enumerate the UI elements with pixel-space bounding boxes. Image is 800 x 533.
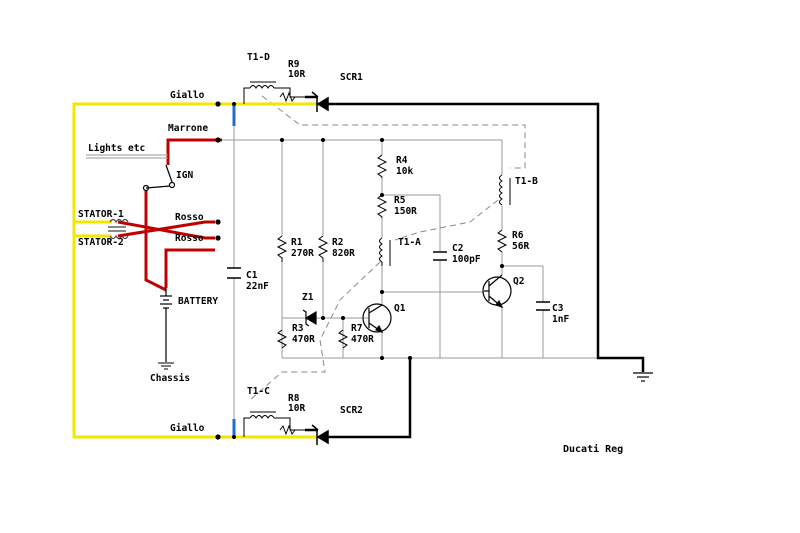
r3-value-label: 470R	[292, 334, 315, 345]
c3-value-label: 1nF	[552, 314, 569, 325]
c1-value-label: 22nF	[246, 281, 269, 292]
q1-label: Q1	[394, 303, 406, 314]
q2-label: Q2	[513, 276, 524, 287]
r1-value-label: 270R	[291, 248, 314, 259]
c1-name-label: C1	[246, 270, 258, 281]
stator-2-label: STATOR-2	[78, 237, 124, 248]
t1d-coil	[243, 81, 305, 104]
scr2-label: SCR2	[340, 405, 363, 416]
t1b-label: T1-B	[515, 176, 538, 187]
stator-coils	[108, 218, 129, 240]
r8-value-label: 10R	[288, 403, 305, 414]
ign-switch	[142, 164, 176, 192]
c3-name-label: C3	[552, 303, 564, 314]
r8-name-label: R8	[288, 393, 300, 404]
r9-resistor	[279, 91, 296, 103]
labels: T1-D R9 10R SCR1 Giallo Marrone Lights e…	[78, 52, 623, 455]
thick-wiring	[305, 95, 645, 439]
main-ground-icon	[633, 372, 653, 382]
r5-name-label: R5	[394, 195, 406, 206]
battery-symbol	[160, 288, 172, 362]
scr1-label: SCR1	[340, 72, 363, 83]
resistors-vertical	[276, 154, 508, 349]
t1c-label: T1-C	[247, 386, 270, 397]
r8-resistor	[279, 424, 296, 436]
r4-value-label: 10k	[396, 166, 413, 177]
z1-label: Z1	[302, 292, 314, 303]
terminals	[215, 101, 504, 440]
rosso-1-label: Rosso	[175, 212, 204, 223]
q1-transistor	[362, 303, 392, 334]
t1d-label: T1-D	[247, 52, 270, 63]
r9-name-label: R9	[288, 59, 300, 70]
q2-transistor	[482, 274, 512, 309]
battery-label: BATTERY	[178, 296, 218, 307]
stator-1-label: STATOR-1	[78, 209, 124, 220]
transformer-coupling-dashed	[249, 95, 526, 401]
r5-value-label: 150R	[394, 206, 417, 217]
giallo-bottom-label: Giallo	[170, 423, 205, 434]
r2-value-label: 820R	[332, 248, 355, 259]
t1a-coil	[379, 237, 391, 266]
r6-value-label: 56R	[512, 241, 529, 252]
rosso-2-label: Rosso	[175, 233, 204, 244]
red-wiring	[117, 138, 222, 292]
chassis-label: Chassis	[150, 373, 190, 384]
t1c-coil	[243, 411, 305, 437]
lights-label: Lights etc	[88, 143, 145, 154]
scr1-symbol	[311, 91, 329, 112]
r6-name-label: R6	[512, 230, 524, 241]
r4-name-label: R4	[396, 155, 408, 166]
yellow-wiring	[72, 102, 318, 439]
t1b-coil	[499, 174, 511, 206]
r2-name-label: R2	[332, 237, 343, 248]
lights-wire	[86, 154, 168, 159]
r3-name-label: R3	[292, 323, 304, 334]
chassis-ground-icon	[158, 362, 174, 370]
z1-zener	[302, 309, 317, 327]
r9-value-label: 10R	[288, 69, 305, 80]
r7-value-label: 470R	[351, 334, 374, 345]
ign-label: IGN	[176, 170, 193, 181]
marrone-label: Marrone	[168, 123, 208, 134]
capacitors	[227, 251, 550, 311]
c2-name-label: C2	[452, 243, 463, 254]
r7-name-label: R7	[351, 323, 362, 334]
r1-name-label: R1	[291, 237, 303, 248]
giallo-top-label: Giallo	[170, 90, 205, 101]
t1a-label: T1-A	[398, 237, 421, 248]
c2-value-label: 100pF	[452, 254, 481, 265]
diagram-title: Ducati Reg	[563, 443, 623, 455]
scr2-symbol	[311, 424, 329, 445]
